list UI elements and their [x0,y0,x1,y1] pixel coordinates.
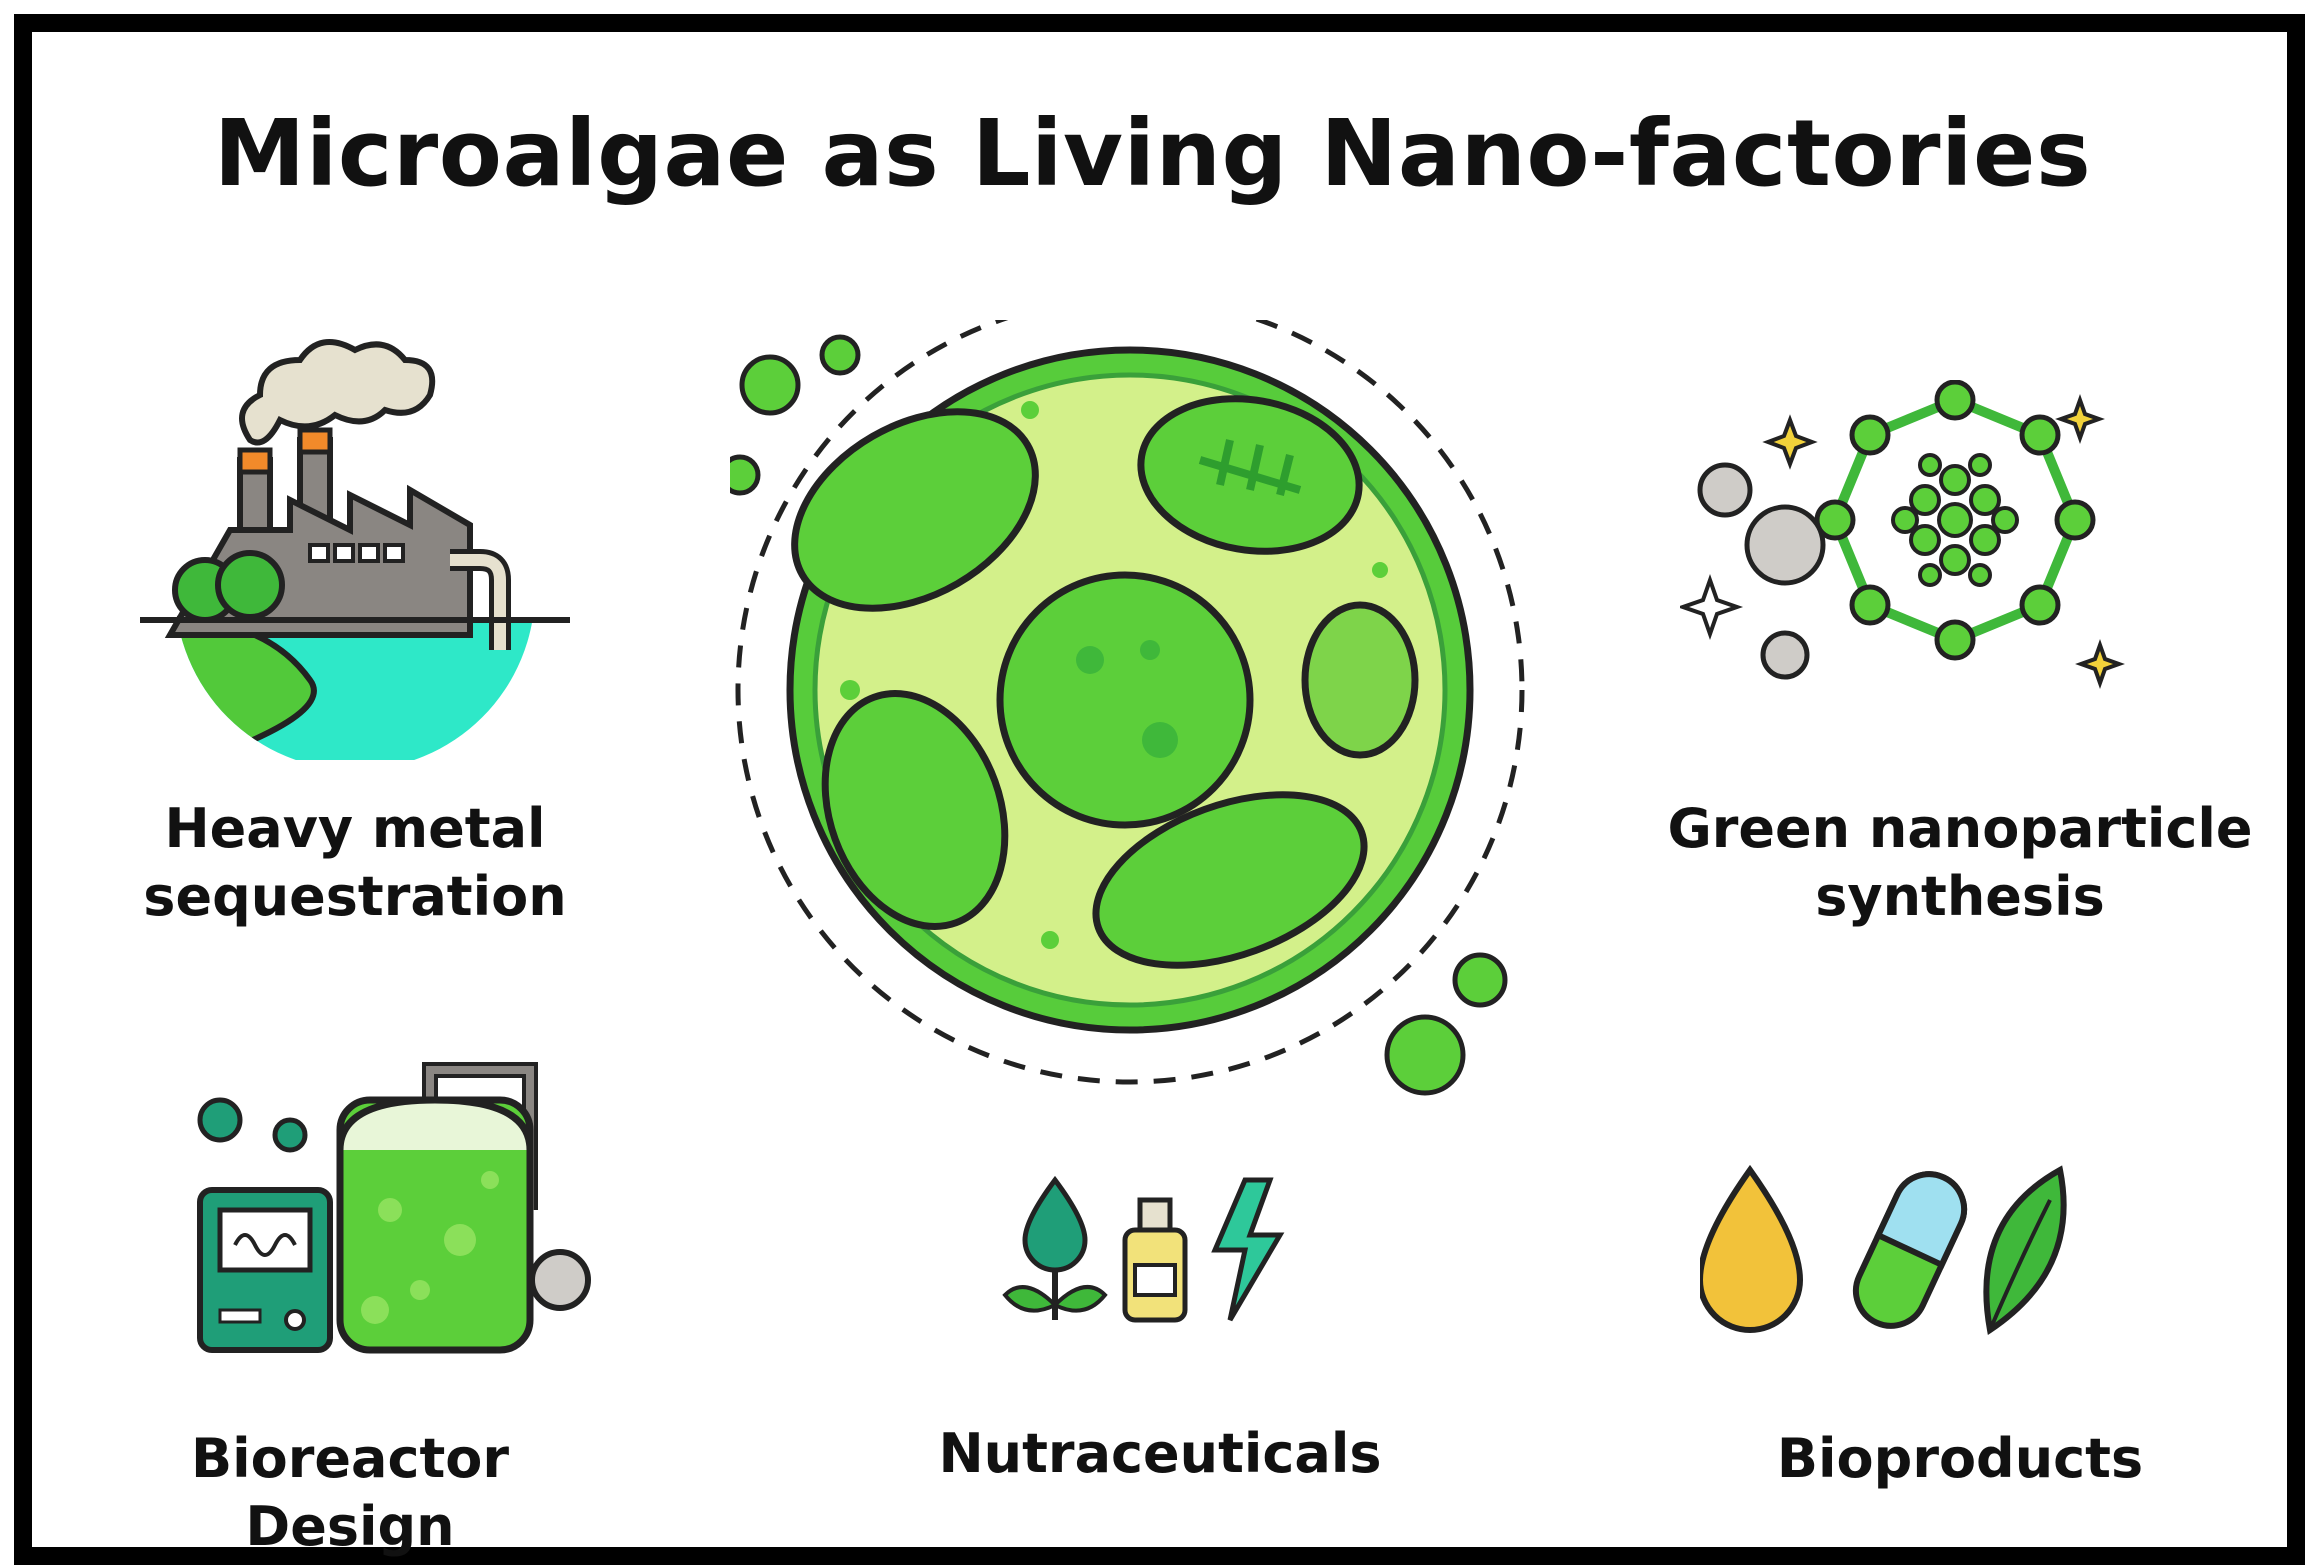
nutraceuticals-icon [1002,1175,1285,1323]
bioproducts-label: Bioproducts [1776,1427,2144,1490]
heavy-metal-label: Heavy metal sequestration [143,797,567,928]
page-title: Microalgae as Living Nano-factories [213,100,2092,207]
microalgae-cell-icon [730,320,1525,1096]
bioproducts-icon [1700,1164,2067,1336]
bioreactor-label: Bioreactor Design [190,1427,509,1558]
nutraceuticals-label: Nutraceuticals [938,1422,1382,1485]
nanoparticle-icon [1680,380,2125,689]
bioreactor-icon [197,1062,591,1354]
factory-pollution-icon [140,339,570,760]
green-nanoparticle-label: Green nanoparticle synthesis [1667,797,2253,928]
